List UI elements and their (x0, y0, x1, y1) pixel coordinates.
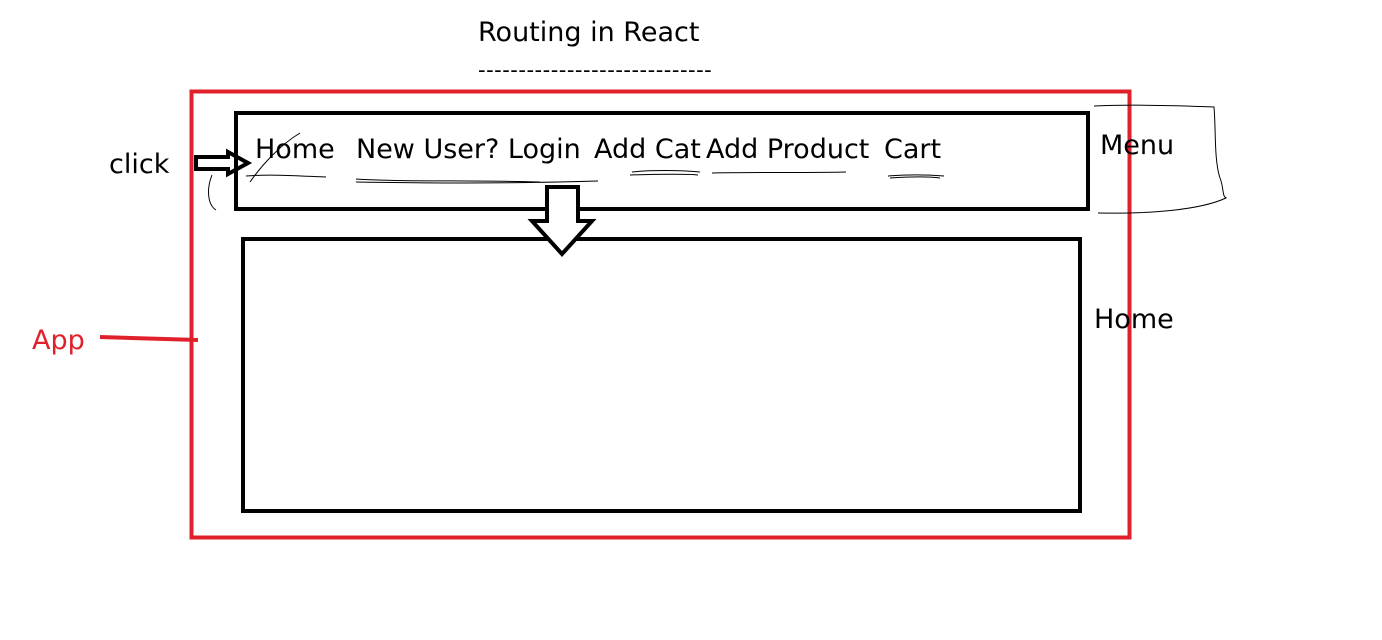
menu-item-home[interactable]: Home (255, 134, 335, 165)
menu-item-cart[interactable]: Cart (884, 134, 942, 165)
title-underline: ----------------------------- (478, 58, 713, 82)
menu-underline-scribbles (355, 170, 945, 184)
menu-item-add-product[interactable]: Add Product (706, 134, 870, 165)
home-side-label: Home (1094, 304, 1174, 335)
down-arrow-icon (527, 185, 597, 257)
click-label: click (109, 149, 170, 180)
menu-left-scribble (208, 132, 327, 211)
menu-item-add-cat[interactable]: Add Cat (594, 134, 701, 165)
menu-side-label: Menu (1100, 130, 1175, 161)
click-arrow-icon (194, 148, 253, 178)
menu-box (234, 111, 1090, 211)
home-content-box (241, 237, 1082, 513)
app-label: App (32, 325, 85, 356)
diagram-title: Routing in React (478, 17, 700, 48)
app-container-box (189, 89, 1132, 540)
app-pointer-line (99, 335, 199, 342)
menu-brace-scribble (1093, 104, 1228, 214)
menu-item-login[interactable]: New User? Login (356, 134, 581, 165)
